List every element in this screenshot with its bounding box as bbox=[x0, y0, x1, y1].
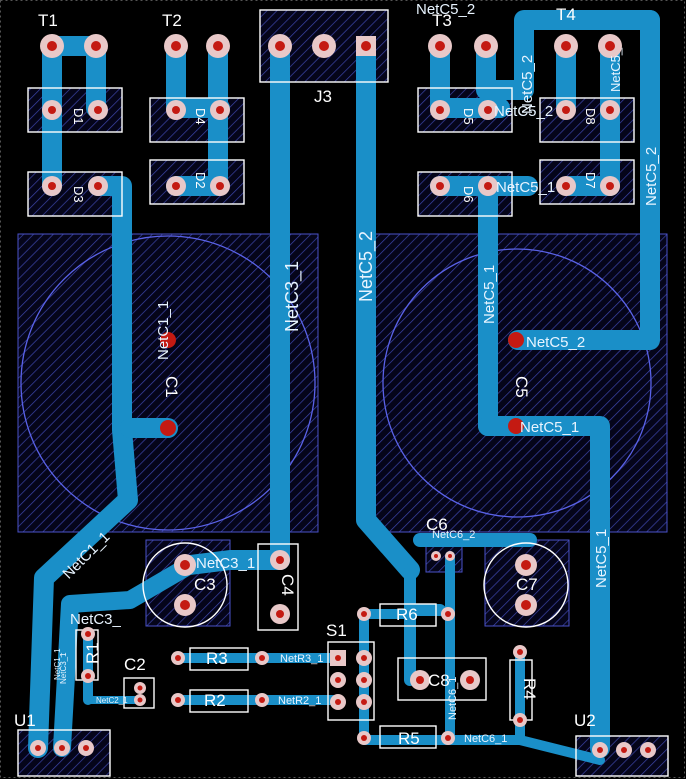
pads bbox=[30, 34, 656, 758]
label-c4: C4 bbox=[278, 574, 297, 596]
net-label-c3-1-vertical-small: NetC3_1 bbox=[59, 652, 68, 684]
net-label-c3-1: NetC3_1 bbox=[282, 261, 303, 332]
label-r2: R2 bbox=[204, 691, 226, 710]
net-label-c1-1-vertical-small: NetC1_1 bbox=[53, 648, 62, 680]
net-label-r3-1: NetR3_1 bbox=[280, 653, 323, 665]
net-label-c1-1: NetC1_1 bbox=[155, 301, 172, 360]
label-r1: R1 bbox=[83, 642, 102, 664]
net-label-c5-2-vertical: NetC5_2 bbox=[356, 231, 377, 302]
c6-footprint bbox=[425, 543, 463, 573]
label-d8: D8 bbox=[583, 108, 598, 125]
label-u2: U2 bbox=[574, 711, 596, 730]
label-d6: D6 bbox=[461, 186, 476, 203]
label-t2: T2 bbox=[162, 11, 182, 30]
label-s1: S1 bbox=[326, 621, 347, 640]
net-label-c5-1-vertical: NetC5_1 bbox=[481, 265, 498, 324]
net-label-c5-2-right: NetC5_2 bbox=[643, 147, 660, 206]
label-d3: D3 bbox=[71, 186, 86, 203]
net-label-c6-2: NetC6_2 bbox=[432, 529, 475, 541]
component-labels: T1 T2 T3 T4 J3 C1 C5 C3 C7 C4 C6 C8 C2 S… bbox=[14, 5, 598, 748]
net-label-r2-1: NetR2_1 bbox=[278, 695, 321, 707]
label-t4: T4 bbox=[556, 5, 576, 24]
label-d1: D1 bbox=[71, 108, 86, 125]
net-label-c5-1-horizontal: NetC5_1 bbox=[520, 419, 579, 436]
label-d7: D7 bbox=[583, 172, 598, 189]
label-t1: T1 bbox=[38, 11, 58, 30]
label-r3: R3 bbox=[206, 649, 228, 668]
label-r4: R4 bbox=[520, 678, 539, 700]
net-label-c6-1-vertical: NetC6_1 bbox=[447, 677, 459, 720]
label-d5: D5 bbox=[461, 108, 476, 125]
net-labels: NetC1_1 NetC3_1 NetC5_2 NetC5_2 NetC5_1 … bbox=[53, 1, 660, 745]
net-label-c5-2-upper: NetC5_2 bbox=[519, 55, 536, 114]
net-label-c5-partial: NetC5_ bbox=[608, 47, 623, 92]
label-t3: T3 bbox=[432, 11, 452, 30]
label-d4: D4 bbox=[193, 108, 208, 125]
net-label-c6-1: NetC6_1 bbox=[464, 733, 507, 745]
label-d2: D2 bbox=[193, 172, 208, 189]
label-c8: C8 bbox=[428, 671, 450, 690]
label-r5: R5 bbox=[398, 729, 420, 748]
label-c7: C7 bbox=[516, 575, 538, 594]
label-r6: R6 bbox=[396, 605, 418, 624]
net-label-c3-partial: NetC3_ bbox=[70, 611, 122, 628]
label-c5: C5 bbox=[512, 376, 531, 398]
net-label-c5-2-horizontal: NetC5_2 bbox=[526, 334, 585, 351]
net-label-c3-1-short: NetC3_1 bbox=[196, 555, 255, 572]
net-label-c5-2-top: NetC5_2 bbox=[416, 1, 475, 18]
net-label-c5-1-lower: NetC5_1 bbox=[593, 529, 610, 588]
label-c1: C1 bbox=[162, 376, 181, 398]
label-c6: C6 bbox=[426, 515, 448, 534]
c5-footprint bbox=[366, 233, 668, 533]
net-label-c5-1-top: NetC5_1 bbox=[496, 179, 555, 196]
c1-footprint bbox=[17, 233, 319, 533]
net-label-c5-2-mid: NetC5_2 bbox=[494, 103, 553, 120]
net-label-c2-1: NetC2_1 bbox=[96, 696, 128, 705]
label-c3: C3 bbox=[194, 575, 216, 594]
label-c2: C2 bbox=[124, 655, 146, 674]
label-u1: U1 bbox=[14, 711, 36, 730]
label-j3: J3 bbox=[314, 87, 332, 106]
